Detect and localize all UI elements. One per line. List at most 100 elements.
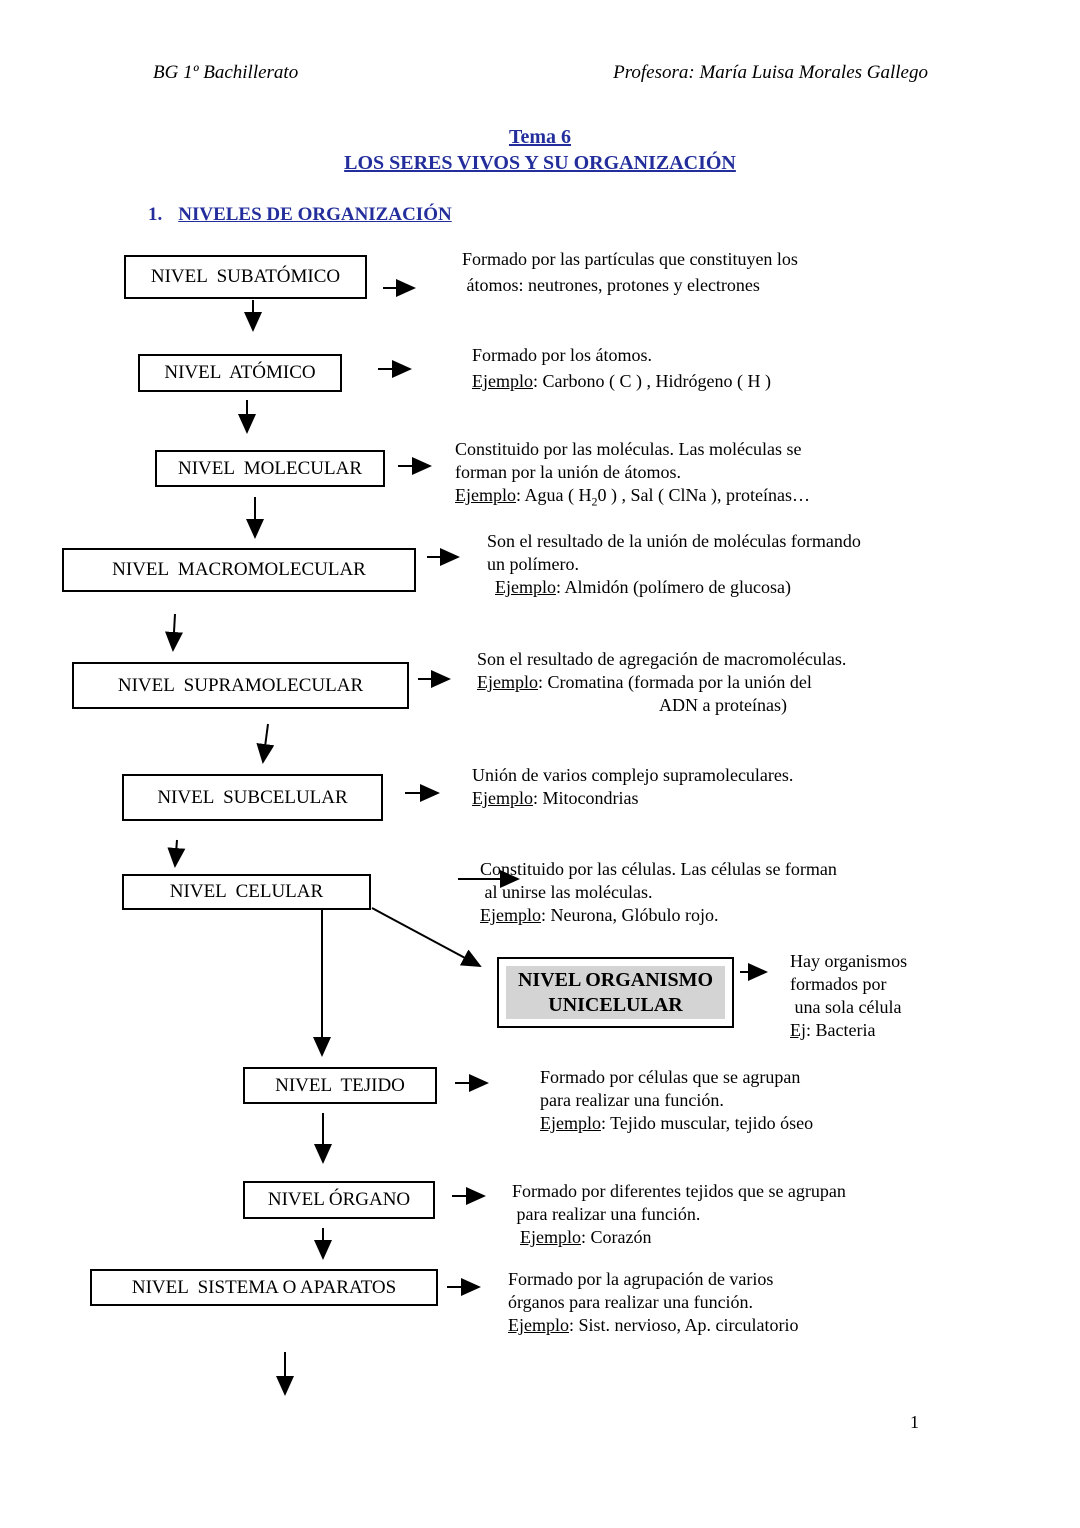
section-heading: 1. NIVELES DE ORGANIZACIÓN [148, 204, 452, 226]
box-label: NIVEL ATÓMICO [164, 362, 316, 383]
ejemplo-label: Ejemplo [455, 485, 516, 505]
ejemplo-text: : Carbono ( C ) , Hidrógeno ( H ) [533, 371, 771, 391]
desc-line: Son el resultado de la unión de molécula… [487, 531, 861, 551]
ejemplo-text: : Neurona, Glóbulo rojo. [541, 905, 719, 925]
ejemplo-text: : Tejido muscular, tejido óseo [601, 1113, 814, 1133]
box-nivel-supramolecular: NIVEL SUPRAMOLECULAR [72, 662, 409, 709]
ejemplo-label: Ejemplo [540, 1113, 601, 1133]
title-main: LOS SERES VIVOS Y SU ORGANIZACIÓN [344, 152, 736, 174]
desc-line: Formado por células que se agrupan [540, 1067, 801, 1087]
desc-line: Formado por los átomos. [472, 345, 652, 365]
title-tema: Tema 6 [508, 126, 572, 148]
desc-line: Constituido por las células. Las células… [480, 859, 837, 879]
ejemplo-label: Ejemplo [472, 788, 533, 808]
header-professor: Profesora: María Luisa Morales Gallego [613, 62, 928, 83]
desc-line: Ejemplo: Corazón [512, 1226, 846, 1249]
section-number: 1. [148, 204, 163, 225]
ejemplo-text: 0 ) , Sal ( ClNa ), proteínas… [597, 485, 810, 505]
ejemplo-label: Ejemplo [508, 1315, 569, 1335]
desc-line: para realizar una función. [540, 1090, 724, 1110]
desc-line: Son el resultado de agregación de macrom… [477, 649, 847, 669]
desc-line: Ej: Bacteria [790, 1019, 907, 1042]
ejemplo-label: Ejemplo [472, 371, 533, 391]
box-nivel-celular: NIVEL CELULAR [122, 874, 371, 910]
desc-line: Constituido por las moléculas. Las moléc… [455, 439, 802, 459]
box-label: NIVEL SUBCELULAR [157, 786, 348, 808]
desc-line: Formado por la agrupación de varios [508, 1269, 774, 1289]
desc-line: Ejemplo: Cromatina (formada por la unión… [477, 671, 846, 694]
desc-line: una sola célula [790, 997, 902, 1017]
arrow-macromolecular-down [165, 613, 183, 652]
desc-line: Formado por diferentes tejidos que se ag… [512, 1181, 846, 1201]
ejemplo-label: Ejemplo [477, 672, 538, 692]
desc-nivel-organo: Formado por diferentes tejidos que se ag… [512, 1180, 846, 1249]
box-label: NIVEL SUBATÓMICO [150, 266, 341, 287]
desc-line: Ejemplo: Neurona, Glóbulo rojo. [480, 904, 837, 927]
desc-line: Ejemplo: Carbono ( C ) , Hidrógeno ( H ) [472, 368, 771, 394]
box-label: UNICELULAR [548, 993, 683, 1016]
box-nivel-subatomico: NIVEL SUBATÓMICO [124, 255, 367, 299]
desc-nivel-organismo-unicelular: Hay organismos formados por una sola cél… [790, 950, 907, 1042]
box-label: NIVEL ÓRGANO [267, 1189, 411, 1210]
desc-nivel-subcelular: Unión de varios complejo supramoleculare… [472, 764, 793, 810]
ejemplo-text: : Sist. nervioso, Ap. circulatorio [569, 1315, 799, 1335]
subscript: 2 [591, 494, 598, 509]
document-title: Tema 6 LOS SERES VIVOS Y SU ORGANIZACIÓN [0, 124, 1080, 176]
page-number: 1 [910, 1412, 919, 1432]
desc-line: Unión de varios complejo supramoleculare… [472, 765, 794, 785]
box-label: NIVEL CELULAR [169, 881, 324, 902]
desc-line: para realizar una función. [512, 1204, 701, 1224]
ejemplo-text: : Corazón [581, 1227, 652, 1247]
box-nivel-organo: NIVEL ÓRGANO [243, 1181, 435, 1219]
box-nivel-atomico: NIVEL ATÓMICO [138, 354, 342, 392]
arrow-supramolecular-down [256, 723, 275, 764]
desc-nivel-tejido: Formado por células que se agrupan para … [540, 1066, 813, 1135]
desc-line: ADN a proteínas) [659, 695, 787, 715]
desc-nivel-supramolecular: Son el resultado de agregación de macrom… [477, 648, 846, 717]
ejemplo-text: : Agua ( H [516, 485, 592, 505]
desc-line: Ejemplo: Sist. nervioso, Ap. circulatori… [508, 1314, 798, 1337]
desc-nivel-subatomico: Formado por las partículas que constituy… [462, 246, 798, 298]
desc-line: un polímero. [487, 554, 579, 574]
desc-line: formados por [790, 974, 887, 994]
arrow-celular-diagonal [371, 907, 482, 967]
desc-line: al unirse las moléculas. [480, 882, 653, 902]
desc-nivel-atomico: Formado por los átomos. Ejemplo: Carbono… [472, 342, 771, 394]
ejemplo-label: Ejemplo [480, 905, 541, 925]
desc-nivel-molecular: Constituido por las moléculas. Las moléc… [455, 438, 810, 514]
box-nivel-subcelular: NIVEL SUBCELULAR [122, 774, 383, 821]
desc-nivel-sistema-aparatos: Formado por la agrupación de varios órga… [508, 1268, 798, 1337]
box-nivel-macromolecular: NIVEL MACROMOLECULAR [62, 548, 416, 592]
desc-line: Hay organismos [790, 951, 908, 971]
ejemplo-label: Ejemplo [495, 577, 556, 597]
box-label: NIVEL MACROMOLECULAR [112, 559, 366, 580]
desc-nivel-macromolecular: Son el resultado de la unión de molécula… [487, 530, 861, 599]
box-label: NIVEL ORGANISMO [517, 968, 714, 991]
header-course: BG 1º Bachillerato [153, 62, 299, 83]
box-nivel-organismo-unicelular: NIVEL ORGANISMO UNICELULAR [497, 957, 734, 1028]
box-label: NIVEL MOLECULAR [178, 457, 362, 479]
desc-nivel-celular: Constituido por las células. Las células… [480, 858, 837, 927]
ejemplo-text: : Mitocondrias [533, 788, 639, 808]
section-title: NIVELES DE ORGANIZACIÓN [178, 204, 452, 225]
ejemplo-text: : Almidón (polímero de glucosa) [556, 577, 791, 597]
ejemplo-text: : Cromatina (formada por la unión del [538, 672, 812, 692]
box-nivel-sistema-aparatos: NIVEL SISTEMA O APARATOS [90, 1269, 438, 1306]
desc-line: Ejemplo: Almidón (polímero de glucosa) [487, 576, 861, 599]
box-nivel-tejido: NIVEL TEJIDO [243, 1067, 437, 1104]
ejemplo-label: Ejemplo [520, 1227, 581, 1247]
arrow-subcelular-down [167, 839, 186, 868]
desc-line: forman por la unión de átomos. [455, 462, 681, 482]
ejemplo-label: Ej [790, 1020, 806, 1040]
ejemplo-text: : Bacteria [806, 1020, 876, 1040]
box-label: NIVEL SUPRAMOLECULAR [117, 674, 364, 696]
box-nivel-molecular: NIVEL MOLECULAR [155, 450, 385, 487]
desc-line: Ejemplo: Agua ( H20 ) , Sal ( ClNa ), pr… [455, 484, 810, 514]
desc-line: Ejemplo: Mitocondrias [472, 787, 793, 810]
box-gray-panel: NIVEL ORGANISMO UNICELULAR [506, 966, 725, 1019]
desc-line: órganos para realizar una función. [508, 1292, 754, 1312]
desc-line: Ejemplo: Tejido muscular, tejido óseo [540, 1112, 813, 1135]
box-label: NIVEL TEJIDO [275, 1074, 405, 1096]
